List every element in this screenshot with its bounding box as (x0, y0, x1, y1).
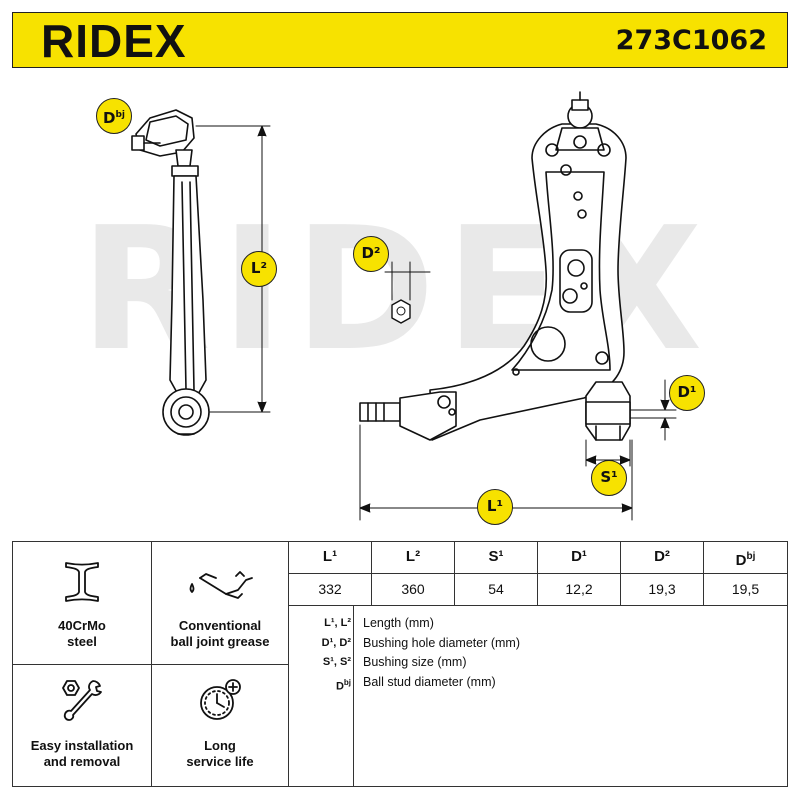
feature-installation-line1: Easy installation (30, 738, 134, 753)
legend-text-stud: Ball stud diameter (mm) (363, 674, 496, 689)
feature-steel-line2: steel (67, 634, 97, 649)
spec-header-d2: D² (621, 542, 704, 574)
spec-header-l1: L¹ (289, 542, 372, 574)
spec-header-dbj-sup: bj (746, 551, 756, 562)
legend-abbr-size: S¹, S² (322, 656, 351, 668)
legend-abbr-length: L¹, L² (324, 617, 351, 629)
feature-steel-line1: 40CrMo (58, 618, 106, 633)
badge-dbj: Dbj (96, 98, 132, 134)
legend-abbr-stud-letter: D (335, 680, 344, 693)
legend-text-hole: Bushing hole diameter (mm) (363, 635, 521, 650)
spec-value-dbj: 19,5 (704, 574, 787, 606)
feature-service-life-line1: Long (204, 738, 236, 753)
dimension-s1 (585, 439, 631, 467)
spec-value-d2: 19,3 (621, 574, 704, 606)
spec-value-s1: 54 (455, 574, 538, 606)
brand-logo: RIDEX (41, 15, 187, 67)
part-number: 273C1062 (615, 25, 767, 56)
badge-l1: L¹ (477, 489, 513, 525)
dimension-d1 (629, 379, 677, 441)
spec-header-dbj-letter: D (735, 552, 747, 569)
side-view-control-arm (131, 109, 210, 436)
badge-dbj-sup: bj (115, 110, 125, 120)
feature-grease-line1: Conventional (178, 618, 262, 633)
legend-abbr-stud-sup: bj (343, 677, 351, 687)
legend-text-size: Bushing size (mm) (363, 655, 467, 669)
spec-value-d1: 12,2 (538, 574, 621, 606)
legend-abbr-stud: Dbj (289, 673, 351, 697)
spec-header-dbj: Dbj (704, 542, 787, 574)
badge-l2: L² (241, 251, 277, 287)
legend-abbr-hole: D¹, D² (321, 636, 351, 649)
spec-value-l2: 360 (372, 574, 455, 606)
feature-installation: Easy installation and removal (13, 665, 152, 786)
header-bar: RIDEX 273C1062 (12, 12, 788, 68)
legend-abbr-column (289, 606, 354, 786)
feature-grease: Conventional ball joint grease (152, 542, 289, 665)
dimension-d2 (384, 261, 431, 324)
spec-header-d1: D¹ (538, 542, 621, 574)
feature-service-life: Long service life (152, 665, 289, 786)
nut-wrench-icon (62, 680, 102, 721)
badge-dbj-letter: D (103, 109, 116, 127)
legend-text-length: Length (mm) (363, 616, 434, 630)
spec-header-s1: S¹ (455, 542, 538, 574)
badge-d1: D¹ (669, 375, 705, 411)
clock-plus-icon (200, 679, 241, 720)
spec-table: 40CrMo steel Conventional ball joint gre… (12, 541, 788, 787)
badge-s1: S¹ (591, 460, 627, 496)
technical-drawing (131, 91, 677, 521)
spec-header-l2: L² (372, 542, 455, 574)
feature-installation-line2: and removal (43, 754, 121, 769)
i-beam-icon (65, 562, 99, 602)
front-view-control-arm (359, 91, 631, 441)
spec-value-l1: 332 (289, 574, 372, 606)
feature-service-life-line2: service life (186, 754, 254, 769)
feature-grease-line2: ball joint grease (170, 634, 270, 649)
oil-can-icon (189, 571, 253, 599)
feature-steel: 40CrMo steel (13, 542, 152, 665)
badge-d2: D² (353, 236, 389, 272)
dimension-l2 (195, 125, 271, 413)
